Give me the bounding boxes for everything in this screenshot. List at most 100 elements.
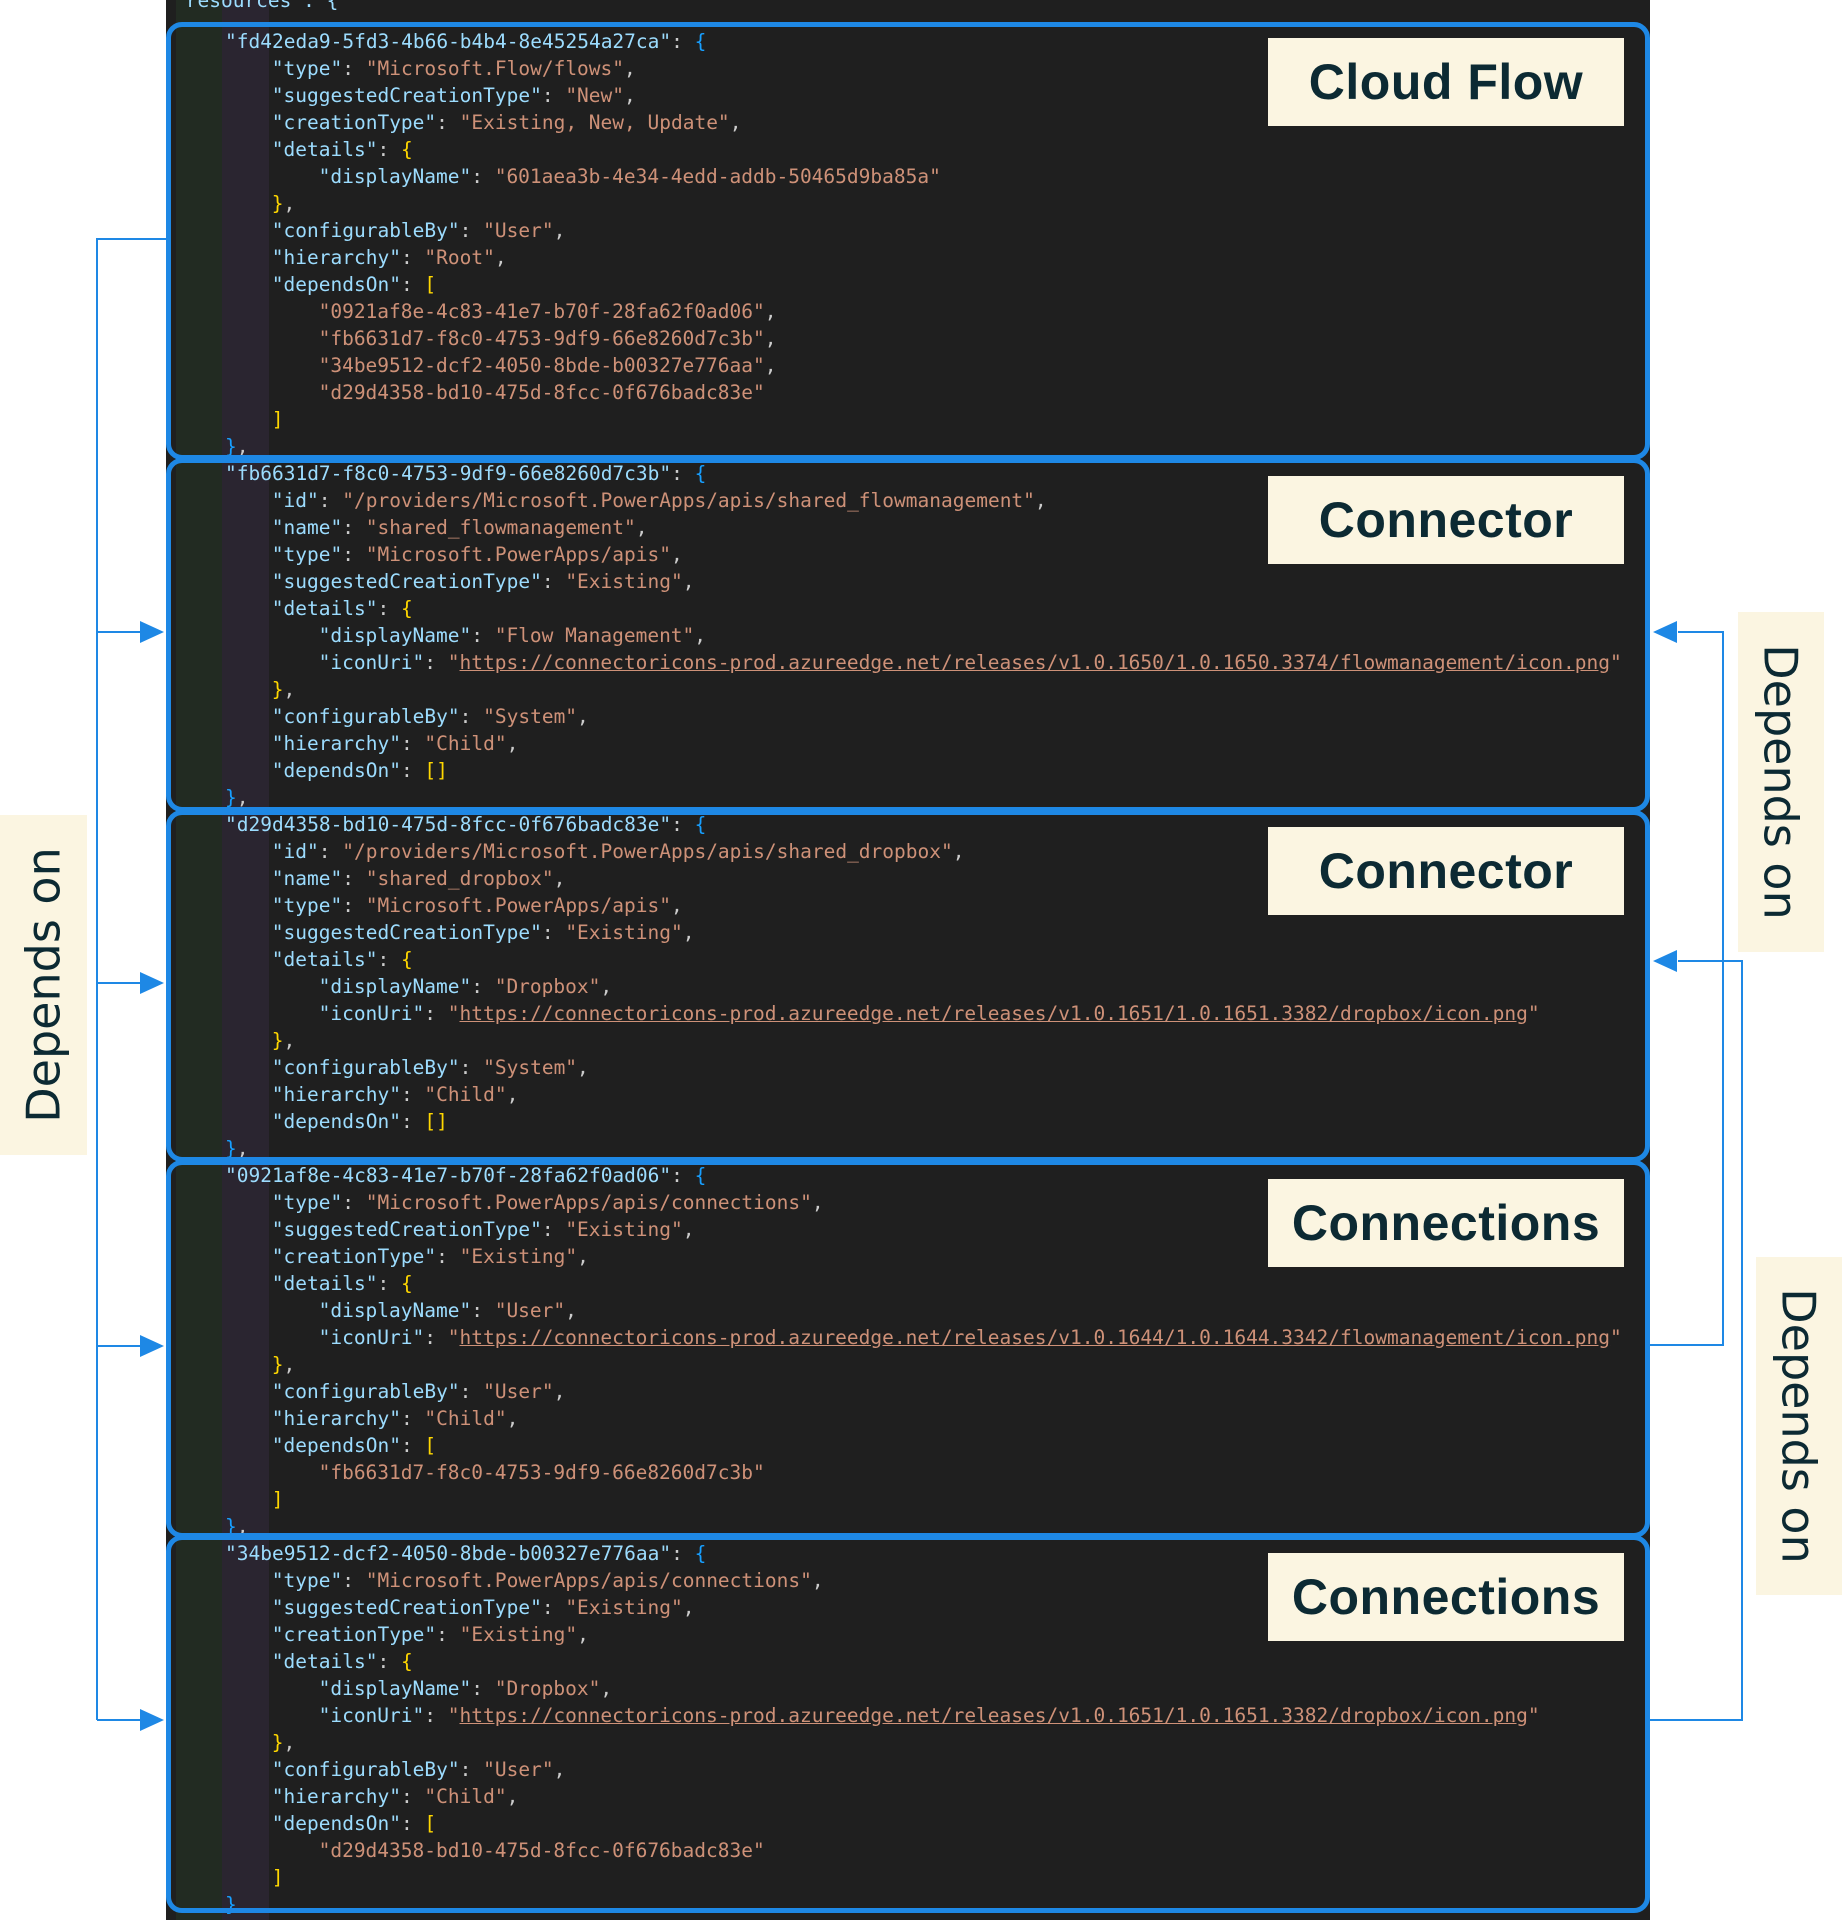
resource-key-line: "fd42eda9-5fd3-4b66-b4b4-8e45254a27ca": … bbox=[225, 28, 706, 55]
code-token: } bbox=[225, 435, 237, 458]
code-token: " bbox=[447, 1326, 460, 1349]
code-token: "System" bbox=[483, 1056, 578, 1079]
code-token: "resources": { bbox=[174, 0, 339, 12]
code-token: , bbox=[682, 570, 695, 593]
code-line: }, bbox=[225, 1513, 249, 1540]
code-token: { bbox=[694, 1164, 707, 1187]
code-token: , bbox=[565, 1299, 577, 1322]
code-token: : bbox=[318, 489, 343, 512]
code-token: , bbox=[577, 705, 589, 728]
code-line: "configurableBy": "System", bbox=[272, 703, 589, 730]
code-token: "hierarchy" bbox=[271, 1407, 401, 1430]
code-line: "dependsOn": [] bbox=[272, 757, 448, 784]
code-token: : bbox=[541, 921, 566, 944]
icon-uri-link[interactable]: https://connectoricons-prod.azureedge.ne… bbox=[459, 1002, 1528, 1025]
code-token: "34be9512-dcf2-4050-8bde-b00327e776aa" bbox=[318, 354, 765, 377]
code-token: : bbox=[400, 1812, 425, 1835]
code-token: : bbox=[342, 516, 366, 539]
resource-type-label: Connections bbox=[1268, 1553, 1624, 1641]
code-line: "displayName": "601aea3b-4e34-4edd-addb-… bbox=[319, 163, 941, 190]
code-token: "configurableBy" bbox=[271, 1380, 460, 1403]
code-token: { bbox=[400, 948, 413, 971]
depends-arrow-left bbox=[140, 1335, 164, 1357]
code-token: " bbox=[447, 651, 460, 674]
code-token: " bbox=[1610, 1326, 1622, 1349]
code-token: , bbox=[670, 894, 683, 917]
code-line: "displayName": "Dropbox", bbox=[319, 1675, 613, 1702]
code-line: "hierarchy": "Child", bbox=[272, 1783, 519, 1810]
code-token: : bbox=[541, 1218, 566, 1241]
resource-block-frame bbox=[166, 1535, 1650, 1913]
code-token: " bbox=[447, 1002, 460, 1025]
code-token: : bbox=[377, 597, 401, 620]
code-line: "type": "Microsoft.PowerApps/apis", bbox=[272, 892, 683, 919]
resource-key: 34be9512-dcf2-4050-8bde-b00327e776aa bbox=[236, 1542, 660, 1565]
code-line: "details": { bbox=[272, 1270, 413, 1297]
code-token: "id" bbox=[271, 489, 319, 512]
resource-block-frame bbox=[166, 22, 1650, 460]
code-token: } bbox=[271, 192, 284, 215]
code-token: "configurableBy" bbox=[271, 219, 460, 242]
depends-arrow-left bbox=[140, 972, 164, 994]
code-line: "d29d4358-bd10-475d-8fcc-0f676badc83e" bbox=[319, 379, 765, 406]
code-token: : bbox=[671, 30, 695, 53]
code-line: "name": "shared_dropbox", bbox=[272, 865, 566, 892]
code-token: "type" bbox=[271, 1191, 343, 1214]
code-line: "iconUri": "https://connectoricons-prod.… bbox=[319, 1000, 1540, 1027]
code-token: "iconUri" bbox=[318, 1002, 425, 1025]
depends-arrow-left bbox=[140, 621, 164, 643]
code-token: "iconUri" bbox=[318, 1704, 425, 1727]
code-token: "hierarchy" bbox=[271, 1785, 401, 1808]
code-line: "suggestedCreationType": "New", bbox=[272, 82, 636, 109]
editor-gutter bbox=[176, 0, 222, 1920]
icon-uri-link[interactable]: https://connectoricons-prod.azureedge.ne… bbox=[459, 1704, 1528, 1727]
code-token: "User" bbox=[483, 1380, 554, 1403]
code-token: "details" bbox=[271, 597, 378, 620]
code-token: , bbox=[682, 1218, 695, 1241]
code-token: : bbox=[471, 1677, 495, 1700]
code-token: , bbox=[635, 516, 648, 539]
code-token: : bbox=[471, 1299, 495, 1322]
code-token: "id" bbox=[271, 840, 319, 863]
code-token: : bbox=[459, 1758, 484, 1781]
code-token: "shared_dropbox" bbox=[365, 867, 554, 890]
resource-key: fd42eda9-5fd3-4b66-b4b4-8e45254a27ca bbox=[236, 30, 660, 53]
code-token: [] bbox=[424, 1110, 448, 1133]
code-line: "details": { bbox=[272, 595, 413, 622]
resource-block-frame bbox=[166, 810, 1650, 1162]
code-token: " bbox=[447, 1704, 460, 1727]
code-token: : bbox=[377, 1272, 401, 1295]
indent-guide bbox=[222, 0, 269, 1920]
code-token: ] bbox=[271, 408, 284, 431]
code-line: "details": { bbox=[272, 1648, 413, 1675]
code-token: "Child" bbox=[424, 1785, 507, 1808]
code-token: , bbox=[811, 1569, 824, 1592]
code-token: { bbox=[694, 30, 707, 53]
code-token: } bbox=[271, 1353, 284, 1376]
right-depends-line-top bbox=[1650, 631, 1724, 1346]
code-token: : bbox=[541, 1596, 566, 1619]
code-token: "Existing, New, Update" bbox=[459, 111, 730, 134]
code-token: "type" bbox=[271, 57, 343, 80]
code-token: [ bbox=[424, 1434, 437, 1457]
code-token: "fb6631d7-f8c0-4753-9df9-66e8260d7c3b" bbox=[318, 327, 765, 350]
code-token: { bbox=[400, 1650, 413, 1673]
resource-type-label: Connector bbox=[1268, 476, 1624, 564]
code-line: "type": "Microsoft.PowerApps/apis", bbox=[272, 541, 683, 568]
code-token: "creationType" bbox=[271, 1245, 437, 1268]
depends-arrow-right bbox=[1653, 950, 1677, 972]
code-token: { bbox=[694, 462, 707, 485]
code-token: " bbox=[659, 813, 672, 836]
code-token: "configurableBy" bbox=[271, 1758, 460, 1781]
code-token: "suggestedCreationType" bbox=[271, 84, 542, 107]
icon-uri-link[interactable]: https://connectoricons-prod.azureedge.ne… bbox=[459, 651, 1611, 674]
code-token: "creationType" bbox=[271, 111, 437, 134]
code-line: "configurableBy": "User", bbox=[272, 1378, 566, 1405]
resource-type-label: Cloud Flow bbox=[1268, 38, 1624, 126]
code-token: ] bbox=[271, 1488, 284, 1511]
code-line: }, bbox=[272, 1027, 296, 1054]
code-token: : bbox=[400, 1407, 425, 1430]
code-token: "/providers/Microsoft.PowerApps/apis/sha… bbox=[342, 489, 1035, 512]
code-token: : bbox=[342, 1569, 366, 1592]
icon-uri-link[interactable]: https://connectoricons-prod.azureedge.ne… bbox=[459, 1326, 1611, 1349]
